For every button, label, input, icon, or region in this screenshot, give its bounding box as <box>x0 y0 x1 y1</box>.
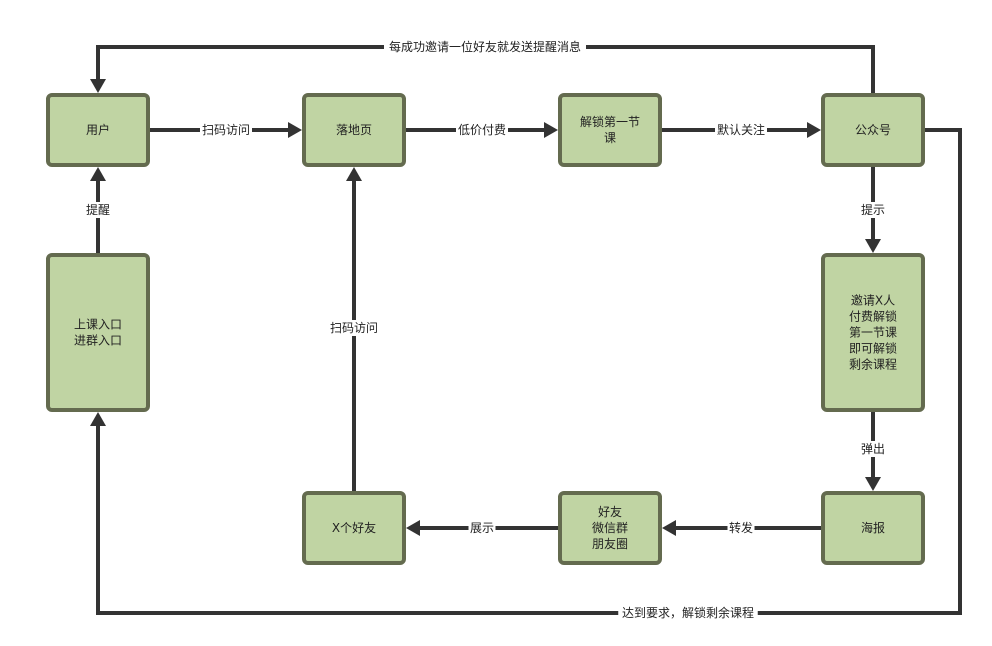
node-label-line: X个好友 <box>332 521 376 535</box>
edge-label-poster-share: 转发 <box>727 520 755 536</box>
edge-label-text: 弹出 <box>861 442 885 456</box>
node-label-line: 邀请X人 <box>851 293 895 308</box>
edge-label-text: 展示 <box>470 521 494 535</box>
node-label-line: 海报 <box>861 520 885 535</box>
edge-label-text: 提示 <box>861 202 885 217</box>
edge-label-background <box>456 122 508 138</box>
node-landing[interactable]: 落地页 <box>302 93 406 167</box>
node-label-line: 课 <box>604 131 616 145</box>
edge-label-background <box>200 122 252 138</box>
node-label-line: 朋友圈 <box>592 537 628 551</box>
edge-label-official-invite: 提示 <box>859 202 887 218</box>
node-label-line: 付费解锁 <box>849 309 897 324</box>
node-label-line: 解锁第一节 <box>580 114 640 129</box>
node-label-line: 进群入口 <box>74 334 122 348</box>
node-box[interactable] <box>46 93 150 167</box>
edge-label-invite-poster: 弹出 <box>859 441 887 457</box>
node-label-line: 即可解锁 <box>849 341 897 356</box>
edge-label-text: 扫码访问 <box>330 321 378 335</box>
node-box[interactable] <box>46 253 150 412</box>
arrowhead-icon <box>865 239 881 253</box>
edge-label-text: 每成功邀请一位好友就发送提醒消息 <box>389 39 581 54</box>
arrowhead-icon <box>288 122 302 138</box>
edge-label-official-user: 每成功邀请一位好友就发送提醒消息 <box>384 39 586 55</box>
edge-label-background <box>715 122 767 138</box>
edge-line <box>96 128 962 615</box>
edge-label-share-friends: 展示 <box>468 520 496 536</box>
arrowhead-icon <box>807 122 821 138</box>
node-label-line: 微信群 <box>592 521 628 535</box>
node-label-line: 上课入口 <box>74 318 122 332</box>
edge-label-background <box>384 39 586 55</box>
node-user[interactable]: 用户 <box>46 93 150 167</box>
edge-label-background <box>468 520 496 536</box>
arrowhead-icon <box>406 520 420 536</box>
edge-label-background <box>328 320 380 336</box>
arrowhead-icon <box>346 167 362 181</box>
edge-label-text: 默认关注 <box>717 122 765 137</box>
edge-label-text: 达到要求，解锁剩余课程 <box>622 605 754 620</box>
arrowhead-icon <box>865 477 881 491</box>
edge-label-background <box>84 202 112 218</box>
edge-friends-landing <box>346 167 362 493</box>
edge-label-entry-user: 提醒 <box>84 202 112 218</box>
edge-label-official-entry: 达到要求，解锁剩余课程 <box>618 605 758 621</box>
node-poster[interactable]: 海报 <box>821 491 925 565</box>
edge-label-background <box>859 202 887 218</box>
node-box[interactable] <box>302 93 406 167</box>
node-official[interactable]: 公众号 <box>821 93 925 167</box>
edge-label-text: 转发 <box>729 520 753 535</box>
arrowhead-icon <box>662 520 676 536</box>
node-label-line: 好友 <box>598 505 622 519</box>
edge-label-friends-landing: 扫码访问 <box>328 320 380 336</box>
edge-label-unlock1-official: 默认关注 <box>715 122 767 138</box>
edge-label-text: 提醒 <box>86 202 110 217</box>
arrowhead-icon <box>90 167 106 181</box>
node-label-line: 用户 <box>86 122 110 137</box>
edge-label-text: 低价付费 <box>458 123 506 137</box>
node-box[interactable] <box>302 491 406 565</box>
arrowhead-icon <box>544 122 558 138</box>
node-box[interactable] <box>821 491 925 565</box>
edge-label-background <box>727 520 755 536</box>
edge-label-landing-unlock1: 低价付费 <box>456 122 508 138</box>
arrowhead-icon <box>90 79 106 93</box>
node-box[interactable] <box>821 93 925 167</box>
node-box[interactable] <box>558 93 662 167</box>
node-label-line: 落地页 <box>336 123 372 137</box>
edge-label-background <box>859 441 887 457</box>
edge-label-text: 扫码访问 <box>202 123 250 137</box>
node-box[interactable] <box>558 491 662 565</box>
edge-label-background <box>618 605 758 621</box>
arrowhead-icon <box>90 412 106 426</box>
node-label-line: 第一节课 <box>849 326 897 340</box>
node-friends[interactable]: X个好友 <box>302 491 406 565</box>
node-box[interactable] <box>821 253 925 412</box>
node-label-line: 剩余课程 <box>849 357 897 372</box>
edge-label-user-landing: 扫码访问 <box>200 122 252 138</box>
node-label-line: 公众号 <box>855 123 891 137</box>
edge-official-entry <box>90 128 962 615</box>
